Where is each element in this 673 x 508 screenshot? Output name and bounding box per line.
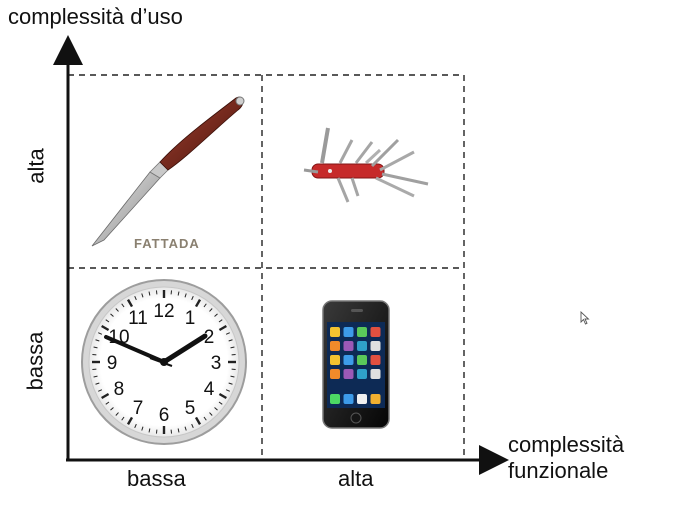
clock-hour-hand xyxy=(161,333,208,365)
clock-tick xyxy=(126,416,134,425)
clock-tick xyxy=(98,332,103,335)
phone-dock-icon xyxy=(370,394,381,404)
clock-tick xyxy=(194,416,202,425)
phone-app-icon xyxy=(357,369,367,379)
clock-tick xyxy=(218,324,227,332)
phone-app-icon xyxy=(357,327,367,337)
clock-tick xyxy=(218,319,223,323)
clock-tick xyxy=(228,339,233,342)
phone-app-icon xyxy=(357,355,367,365)
x-axis-title-line1: complessità xyxy=(508,432,625,457)
clock-tick xyxy=(105,319,110,323)
clock-number: 2 xyxy=(204,327,215,348)
phone-dock-icon xyxy=(357,394,367,404)
clock-tick xyxy=(115,308,119,312)
smartphone-icon xyxy=(322,300,390,429)
clock-tick xyxy=(203,416,207,421)
phone-app-icon xyxy=(343,327,354,337)
clock-tick xyxy=(95,382,100,385)
clock-tick xyxy=(93,346,98,349)
clock-tick xyxy=(110,407,114,411)
clock-tick xyxy=(105,401,110,405)
clock-number: 11 xyxy=(128,308,148,329)
clock-tick xyxy=(218,392,227,400)
phone-app-icon xyxy=(330,341,340,351)
clock-number: 1 xyxy=(185,308,196,329)
phone-app-icon xyxy=(357,341,367,351)
clock-tick xyxy=(225,332,230,335)
clock-tick xyxy=(110,313,114,317)
phone-dock-icon xyxy=(330,394,340,404)
clock-tick xyxy=(93,375,98,378)
clock-number: 7 xyxy=(133,398,144,419)
clock-minute-hand xyxy=(104,335,166,364)
phone-app-icon xyxy=(370,327,381,337)
clock-tick xyxy=(184,293,187,298)
clock-tick xyxy=(194,299,202,308)
phone-app-icon xyxy=(343,355,354,365)
clock-tick xyxy=(203,303,207,308)
clock-tick xyxy=(209,308,213,312)
clock-tick xyxy=(141,293,144,298)
clock-number: 8 xyxy=(114,379,125,400)
y-axis-label-low: bassa xyxy=(22,331,48,391)
clock-tick xyxy=(126,299,134,308)
clock-tick xyxy=(98,389,103,392)
phone-app-icon xyxy=(370,369,381,379)
clock-tick xyxy=(177,291,180,296)
clock-tick xyxy=(148,428,151,433)
clock-tick xyxy=(101,324,110,332)
x-axis-title: complessità funzionale xyxy=(508,432,624,484)
phone-app-icon xyxy=(330,327,340,337)
clock-tick xyxy=(191,423,194,428)
phone-app-icon xyxy=(370,355,381,365)
clock-tick xyxy=(214,407,218,411)
clock-tick xyxy=(218,401,223,405)
clock-tick xyxy=(177,428,180,433)
clock-number: 3 xyxy=(211,353,222,374)
quadrant-grid xyxy=(68,74,465,459)
clock-tick xyxy=(121,303,125,308)
phone-app-icon xyxy=(370,341,381,351)
phone-app-icon xyxy=(343,341,354,351)
y-axis-title: complessità d’uso xyxy=(8,4,183,29)
clock-tick xyxy=(230,375,235,378)
clock-number: 6 xyxy=(159,405,170,426)
clock-number: 4 xyxy=(204,379,215,400)
mouse-cursor-icon xyxy=(580,311,590,325)
clock-tick xyxy=(191,296,194,301)
clock-tick xyxy=(228,382,233,385)
clock-tick xyxy=(141,426,144,431)
clock-tick xyxy=(225,389,230,392)
clock-tick xyxy=(214,313,218,317)
phone-app-icon xyxy=(343,369,354,379)
clock-number: 12 xyxy=(153,301,174,322)
clock-number: 5 xyxy=(185,398,196,419)
swiss-army-knife-icon xyxy=(303,127,429,203)
clock-tick xyxy=(101,392,110,400)
clock-tick xyxy=(134,423,137,428)
phone-app-icon xyxy=(330,355,340,365)
clock-number: 9 xyxy=(107,353,118,374)
clock-tick xyxy=(148,291,151,296)
knife-brand-logo: FATTADA xyxy=(134,236,200,251)
clock-tick xyxy=(209,412,213,416)
clock-tick xyxy=(230,346,235,349)
knife-icon xyxy=(91,96,245,247)
x-axis-title-line2: funzionale xyxy=(508,457,609,483)
x-axis-label-high: alta xyxy=(338,466,374,491)
y-axis-label-high: alta xyxy=(23,148,49,184)
clock-tick xyxy=(134,296,137,301)
clock-tick xyxy=(184,426,187,431)
clock-tick xyxy=(115,412,119,416)
phone-dock-icon xyxy=(343,394,354,404)
clock-tick xyxy=(95,339,100,342)
clock-tick xyxy=(121,416,125,421)
x-axis-label-low: bassa xyxy=(127,466,186,491)
phone-app-icon xyxy=(330,369,340,379)
